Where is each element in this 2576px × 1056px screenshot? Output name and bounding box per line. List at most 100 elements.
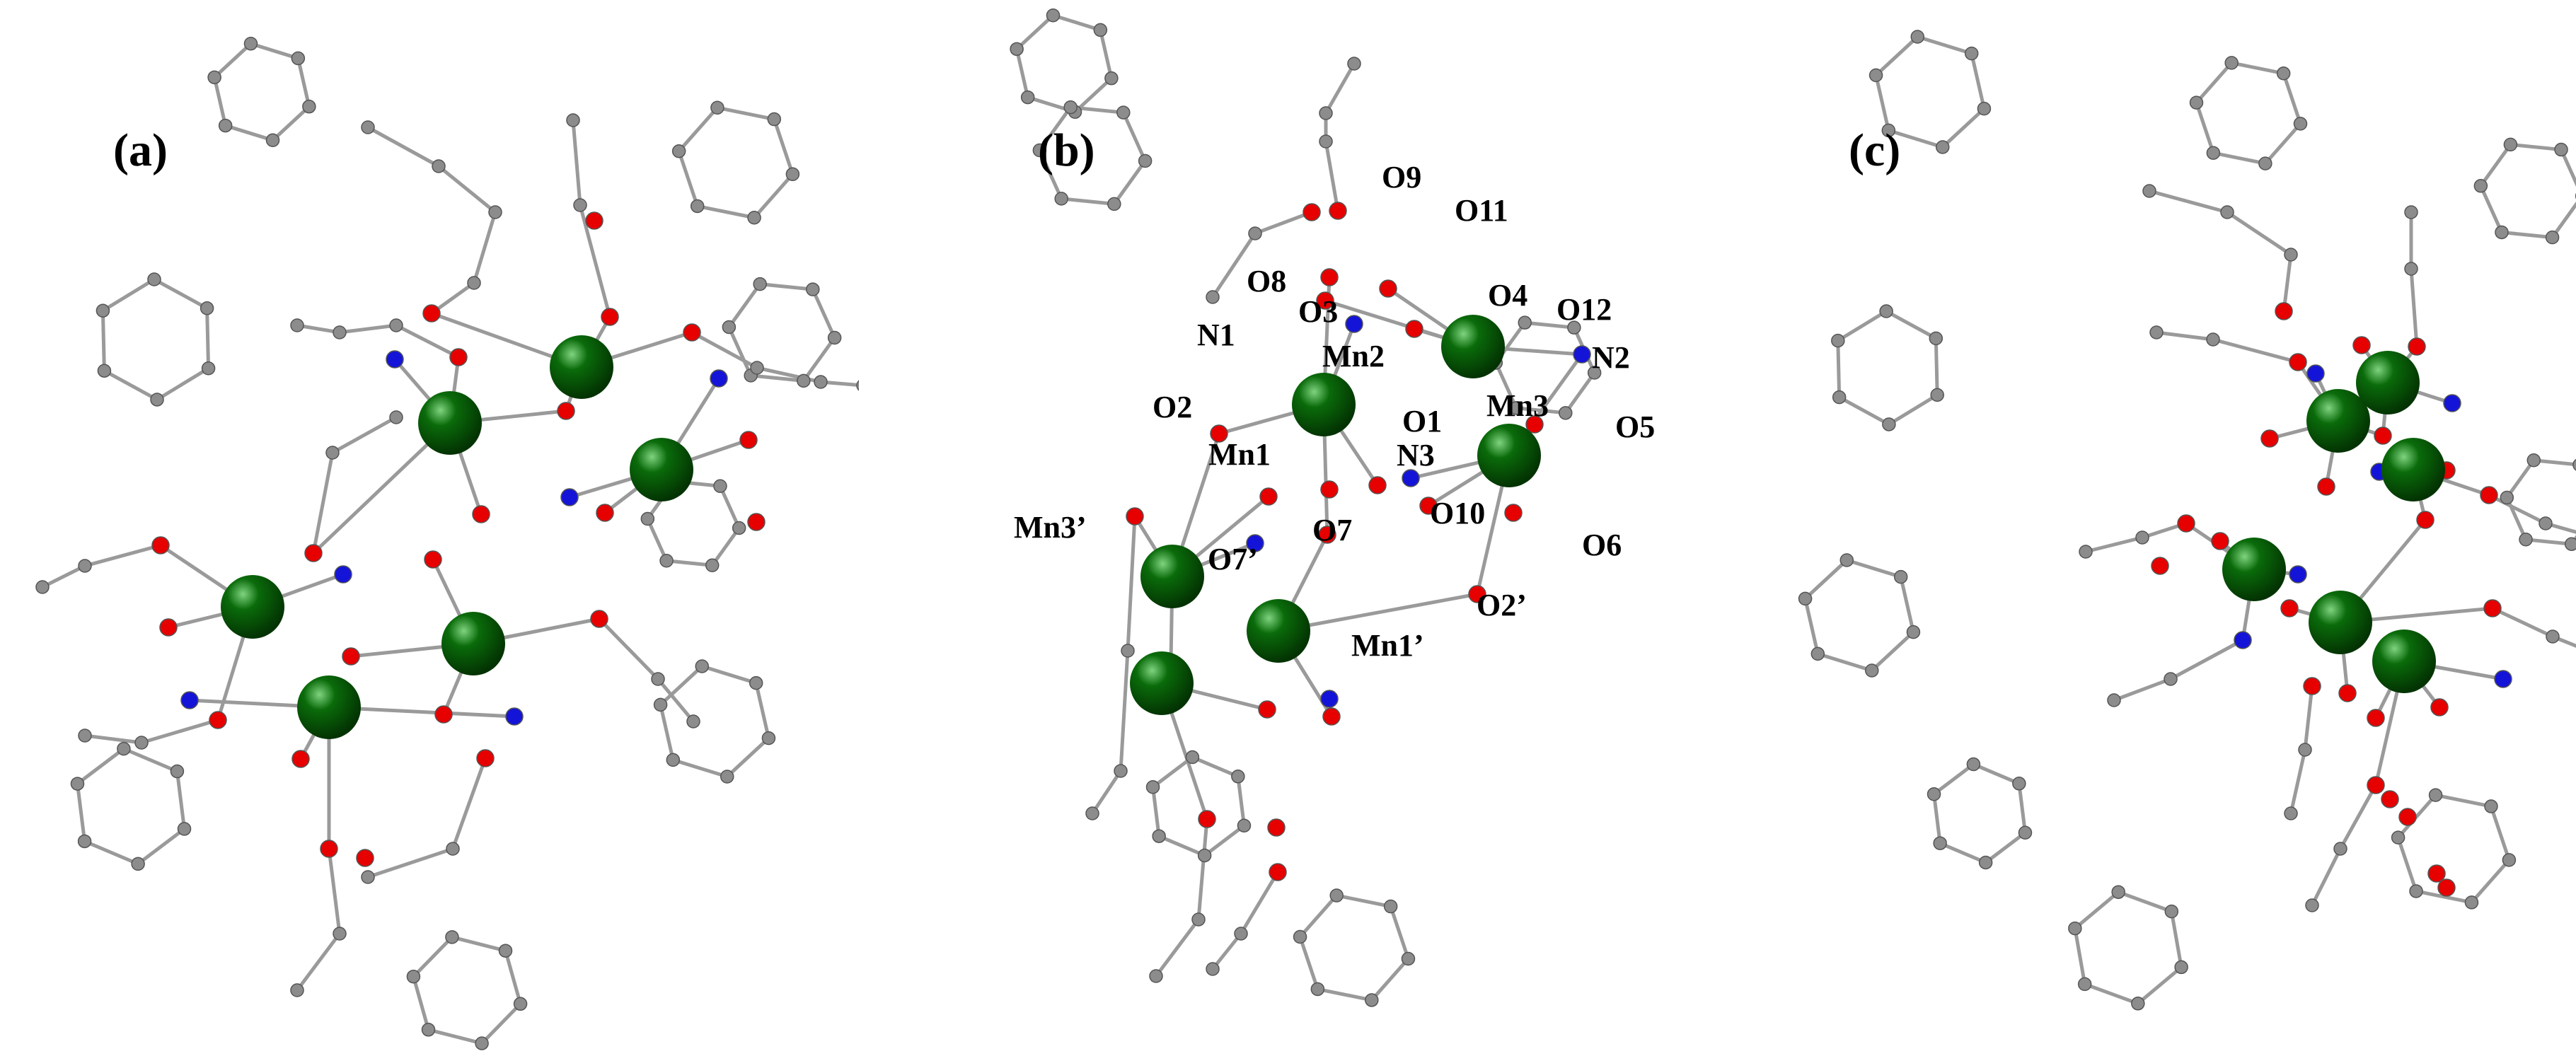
manganese-atom [1292, 373, 1356, 436]
bond [2211, 151, 2268, 166]
oxygen-atom [151, 536, 170, 555]
atom-label-o2: O2 [1153, 390, 1193, 424]
oxygen-atom [2338, 684, 2357, 702]
oxygen-atom [1320, 268, 1339, 286]
bond [2524, 538, 2574, 546]
bond [772, 117, 795, 176]
bond [1236, 774, 1246, 828]
carbon-atom [1518, 315, 1532, 330]
carbon-atom [2284, 248, 2298, 262]
bond [1151, 785, 1161, 838]
carbon-atom [2149, 325, 2164, 340]
bond [1203, 823, 1246, 857]
bond [394, 323, 461, 359]
bond [1836, 339, 1842, 400]
nitrogen-atom [710, 369, 728, 388]
bond [1971, 762, 2021, 786]
bond [1211, 231, 1257, 299]
panel-a: (a) [0, 0, 859, 1056]
bond [122, 747, 179, 774]
bond [2194, 61, 2234, 105]
nitrogen-atom [560, 488, 579, 506]
manganese-atom [630, 438, 693, 501]
bond [2263, 122, 2303, 166]
carbon-atom [1237, 818, 1252, 833]
carbon-atom [2111, 885, 2125, 899]
manganese-atom [2306, 389, 2370, 453]
bond [1112, 158, 1148, 206]
bond [2282, 253, 2293, 313]
bond [754, 681, 770, 741]
atom-label-o12: O12 [1556, 292, 1612, 327]
oxygen-atom [1525, 415, 1544, 434]
carbon-atom [1107, 197, 1121, 211]
bond [366, 125, 441, 168]
atom-label-mn3-prime: Mn3’ [1014, 510, 1087, 545]
oxygen-atom [1126, 507, 1144, 526]
carbon-atom [1966, 757, 1981, 772]
oxygen-atom [2437, 878, 2456, 897]
carbon-atom [2018, 825, 2033, 840]
atom-label-o11: O11 [1455, 193, 1508, 228]
oxygen-atom [1258, 700, 1276, 719]
carbon-atom [1365, 993, 1379, 1007]
bond [330, 415, 398, 455]
nitrogen-atom [180, 691, 199, 709]
bond [295, 932, 342, 992]
carbon-atom [134, 736, 149, 750]
carbon-atom [207, 70, 221, 85]
carbon-atom [2545, 230, 2560, 245]
carbon-atom [1893, 569, 1908, 584]
bond [1523, 320, 1576, 330]
carbon-atom [97, 364, 112, 378]
oxygen-atom [585, 211, 603, 230]
oxygen-atom [356, 849, 374, 867]
bond [1324, 62, 1356, 115]
bond [1298, 935, 1319, 991]
carbon-atom [1977, 101, 1992, 116]
oxygen-atom [2416, 511, 2435, 529]
carbon-atom [1964, 46, 1979, 61]
bond [2414, 889, 2473, 905]
carbon-atom [1929, 331, 1943, 346]
bond [472, 210, 497, 285]
carbon-atom [2473, 179, 2488, 193]
bond [659, 702, 675, 762]
manganese-atom [1130, 651, 1194, 715]
bond [1126, 514, 1137, 653]
manganese-atom [2381, 438, 2445, 501]
nitrogen-atom [334, 565, 352, 584]
oxygen-atom [2151, 557, 2169, 575]
oxygen-atom [601, 308, 619, 326]
bond [1887, 393, 1939, 427]
carbon-atom [651, 672, 665, 686]
atom-label-o7-prime: O7’ [1208, 542, 1258, 576]
oxygen-atom [1320, 480, 1339, 499]
bond [1564, 371, 1597, 415]
bond [450, 935, 507, 953]
carbon-atom [671, 144, 686, 158]
carbon-atom [659, 554, 674, 568]
bond [2083, 982, 2140, 1006]
carbon-atom [406, 969, 421, 984]
bond [1190, 755, 1240, 779]
bond [727, 282, 762, 330]
bond [1276, 592, 1479, 633]
carbon-atom [1832, 390, 1847, 405]
oxygen-atom [2280, 599, 2299, 617]
bond [175, 770, 187, 831]
bond [749, 373, 806, 383]
atom-label-mn3: Mn3 [1486, 388, 1549, 423]
carbon-atom [290, 983, 304, 997]
carbon-atom [2554, 142, 2568, 157]
bond [337, 323, 398, 335]
carbon-atom [2546, 629, 2560, 644]
carbon-atom [1879, 304, 1893, 318]
carbon-atom [747, 210, 761, 225]
carbon-atom [1881, 123, 1896, 138]
carbon-atom [1032, 143, 1047, 158]
carbon-atom [2502, 853, 2517, 867]
bond [2211, 337, 2300, 364]
carbon-atom [806, 282, 820, 296]
bond [2194, 100, 2215, 155]
